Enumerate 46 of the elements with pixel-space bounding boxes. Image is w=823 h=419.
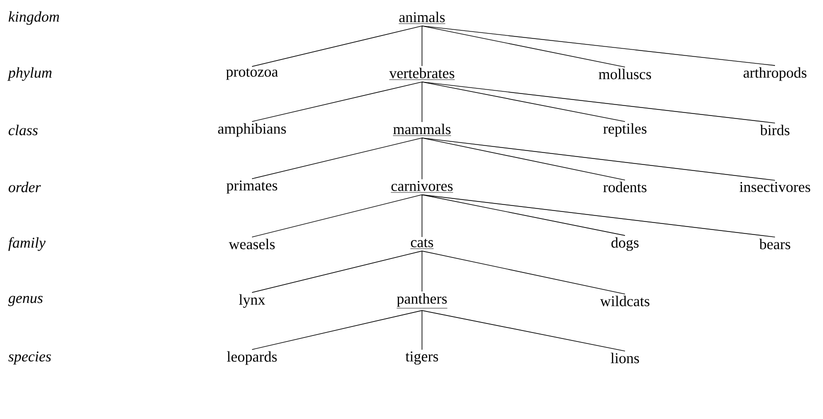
rank-label: kingdom xyxy=(8,11,60,25)
connector-line xyxy=(422,82,776,124)
taxon-heading: cats xyxy=(410,238,434,249)
connector-line xyxy=(422,26,626,68)
taxon-label: weasels xyxy=(228,238,275,250)
taxon-heading: carnivores xyxy=(390,181,454,193)
connector-line xyxy=(252,26,422,67)
connector-line xyxy=(422,138,626,180)
taxon-label: leopards xyxy=(227,351,277,365)
taxon-heading: vertebrates xyxy=(389,68,455,80)
taxon-label: primates xyxy=(226,180,278,194)
connector-line xyxy=(252,82,422,122)
taxon-heading: panthers xyxy=(396,293,448,308)
rank-label: genus xyxy=(8,296,43,306)
rank-label: phylum xyxy=(7,67,52,81)
taxon-label: wildcats xyxy=(600,296,650,306)
connector-line xyxy=(422,26,776,66)
connector-line xyxy=(422,250,626,294)
taxon-label: rodents xyxy=(603,182,646,192)
taxon-label: birds xyxy=(760,124,790,136)
rank-label: family xyxy=(8,237,46,251)
connector-line xyxy=(252,250,422,293)
taxon-label: arthropods xyxy=(744,67,806,81)
taxon-label: tigers xyxy=(406,351,438,365)
taxon-label: bears xyxy=(759,238,790,250)
connector-line xyxy=(422,310,626,352)
rank-label: class xyxy=(8,124,38,136)
connector-line xyxy=(422,138,776,181)
connector-line xyxy=(422,194,626,236)
taxon-label: amphibians xyxy=(218,123,286,137)
taxon-label: reptiles xyxy=(603,123,646,137)
taxon-heading: mammals xyxy=(392,124,452,136)
connector-line xyxy=(422,194,776,238)
taxon-label: lions xyxy=(610,352,639,364)
taxon-label: lynx xyxy=(239,294,266,308)
rank-label: order xyxy=(8,182,41,192)
connector-line xyxy=(422,82,626,122)
taxon-label: insectivores xyxy=(740,182,810,192)
connector-line xyxy=(252,138,422,180)
connector-line xyxy=(252,310,422,350)
taxon-heading: animals xyxy=(398,12,446,24)
taxon-label: dogs xyxy=(611,237,639,251)
connector-line xyxy=(252,194,422,238)
taxon-label: molluscs xyxy=(598,68,652,80)
rank-label: species xyxy=(8,351,51,365)
taxon-label: protozoa xyxy=(226,68,278,80)
